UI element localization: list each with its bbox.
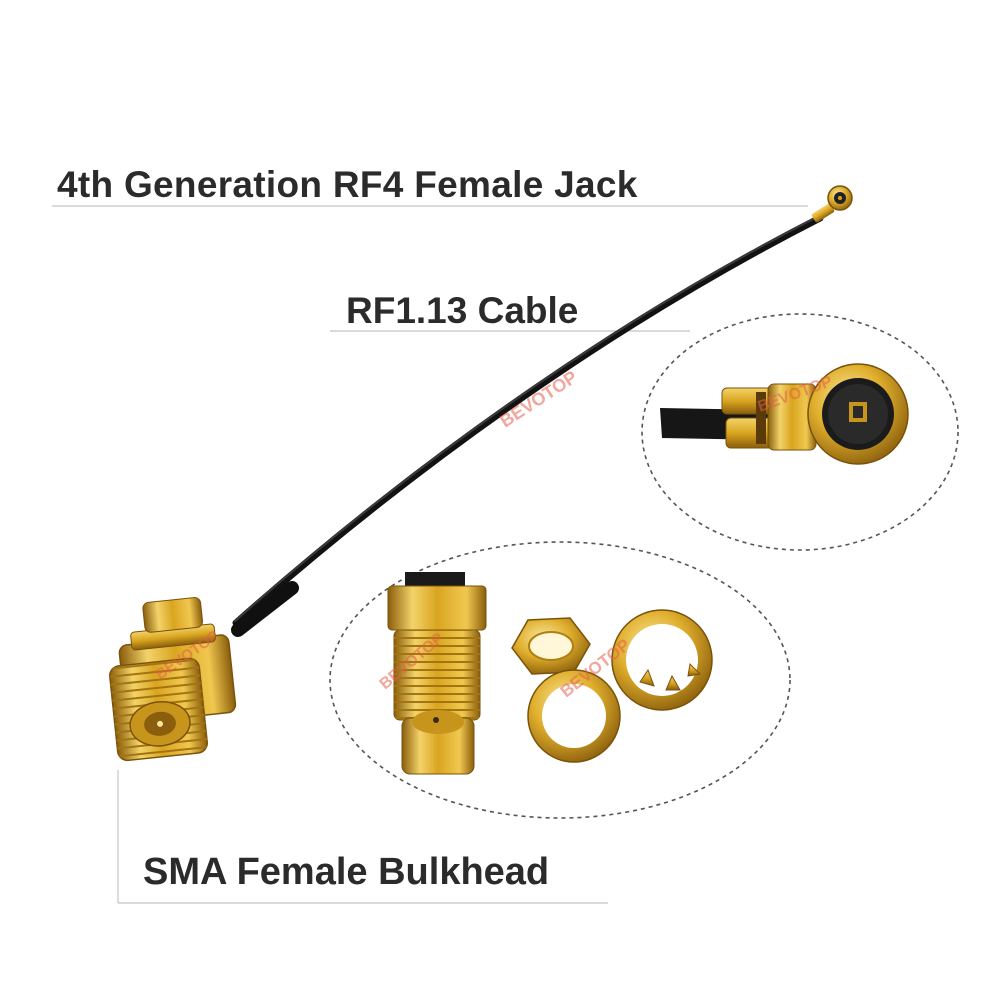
- rf-cable: [231, 214, 824, 637]
- sma-bulkhead-label: SMA Female Bulkhead: [143, 851, 550, 893]
- rf4-jack-label: 4th Generation RF4 Female Jack: [57, 164, 638, 205]
- cable-label: RF1.13 Cable: [346, 290, 579, 331]
- watermark: BEVOTOP: [496, 367, 580, 432]
- sma-parts-callout: [329, 541, 791, 819]
- sma-connector-main: [109, 597, 237, 762]
- leader-lines: [52, 205, 808, 904]
- rf4-jack-small: [811, 185, 853, 223]
- rf4-closeup-callout: [641, 313, 959, 551]
